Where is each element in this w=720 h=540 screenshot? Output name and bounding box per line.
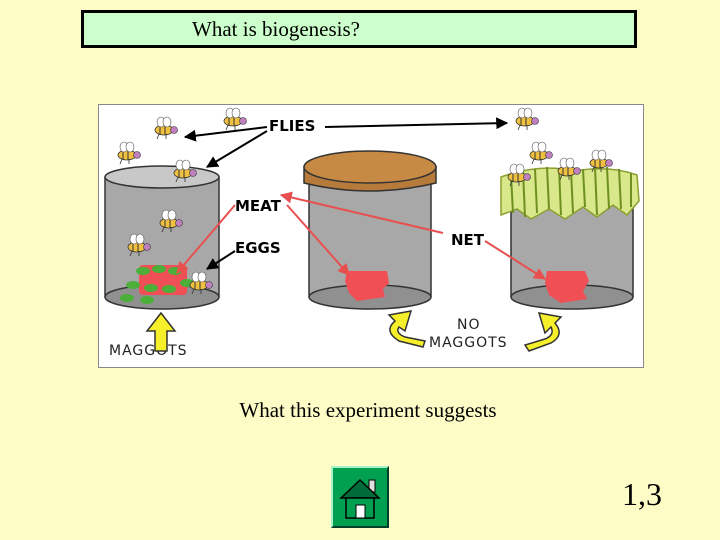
open-jar <box>104 165 220 310</box>
label-meat: MEAT <box>235 197 282 215</box>
answer-value: 1,3 <box>622 476 662 512</box>
yellow-arrow-middle <box>387 310 426 348</box>
label-flies: FLIES <box>269 117 315 135</box>
yellow-arrow-left <box>145 311 177 352</box>
question-text-wrapper: What this experiment suggests <box>0 398 720 423</box>
label-maggots: MAGGOTS <box>109 343 188 359</box>
slide-title: What is biogenesis? <box>192 17 360 41</box>
yellow-arrow-right <box>523 312 563 352</box>
sealed-jar <box>303 150 437 310</box>
label-eggs: EGGS <box>235 239 281 257</box>
label-net: NET <box>451 231 485 249</box>
label-no: NO <box>457 317 481 333</box>
slide-title-box: What is biogenesis? <box>81 10 637 48</box>
home-button[interactable] <box>331 466 389 528</box>
experiment-diagram: FLIES MEAT EGGS NET MAGGOTS NO MAGGOTS <box>104 107 640 359</box>
question-text: What this experiment suggests <box>239 398 497 422</box>
label-no-maggots: MAGGOTS <box>429 335 508 351</box>
netted-jar <box>500 166 640 310</box>
home-icon <box>339 478 381 519</box>
experiment-illustration: FLIES MEAT EGGS NET MAGGOTS NO MAGGOTS <box>98 104 644 368</box>
